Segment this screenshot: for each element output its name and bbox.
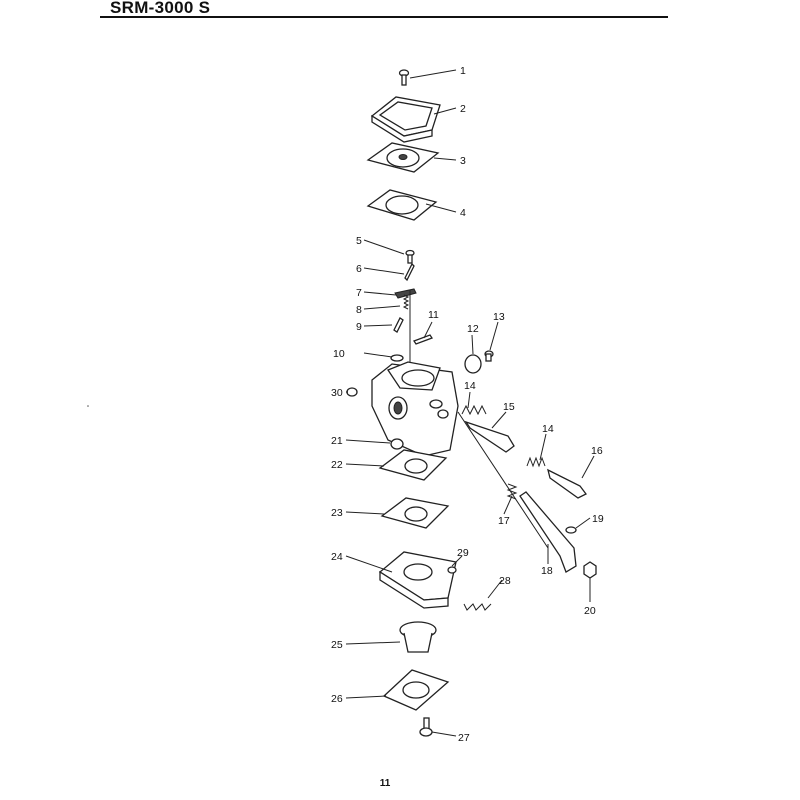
part-pump-cover — [370, 96, 441, 143]
callout-labels: 1 2 3 4 5 6 7 8 9 10 11 12 13 14 15 14 1… — [331, 65, 604, 744]
part-throttle-lever — [519, 491, 577, 573]
part-needle-spring-lower — [526, 456, 546, 468]
part-mixture-needle-low — [547, 468, 587, 499]
part-lever-screw — [405, 249, 415, 264]
callout-8: 8 — [356, 304, 362, 316]
part-lever-pin — [404, 262, 415, 282]
callout-7: 7 — [356, 287, 362, 299]
part-mixture-needle-high — [464, 420, 515, 453]
callout-14a: 14 — [464, 380, 476, 392]
callout-14b: 14 — [542, 423, 554, 435]
callout-9: 9 — [356, 321, 362, 333]
callout-18: 18 — [541, 565, 553, 577]
callout-1: 1 — [460, 65, 466, 77]
part-primer-bulb — [399, 621, 437, 653]
callout-10: 10 — [333, 348, 345, 360]
part-metering-gasket — [378, 449, 448, 481]
part-lever-nut — [583, 561, 597, 579]
leader-lines — [345, 69, 595, 737]
part-lever-clip — [565, 526, 577, 534]
part-fuel-fitting — [463, 603, 492, 611]
part-plug — [346, 387, 358, 397]
callout-4: 4 — [460, 207, 466, 219]
callout-19: 19 — [592, 513, 604, 525]
part-retainer-screw — [419, 717, 433, 737]
part-pump-body — [378, 551, 457, 609]
part-check-valve — [447, 566, 457, 574]
part-carburetor-body — [371, 290, 459, 457]
part-metering-diaphragm — [380, 497, 450, 529]
part-disc-screw — [484, 350, 494, 362]
callout-24: 24 — [331, 551, 343, 563]
callout-25: 25 — [331, 639, 343, 651]
header-rule — [100, 16, 668, 18]
callout-16: 16 — [591, 445, 603, 457]
callout-26: 26 — [331, 693, 343, 705]
part-pump-gasket — [366, 189, 438, 221]
part-rod — [413, 334, 433, 345]
callout-27: 27 — [458, 732, 470, 744]
callout-2: 2 — [460, 103, 466, 115]
part-screw-top — [398, 69, 410, 86]
callout-21: 21 — [331, 435, 343, 447]
callout-5: 5 — [356, 235, 362, 247]
part-throttle-disc — [464, 354, 482, 374]
model-title: SRM-3000 S — [110, 0, 211, 17]
callout-22: 22 — [331, 459, 343, 471]
part-bulb-retainer — [382, 669, 450, 711]
stray-dot — [87, 405, 89, 407]
part-metering-lever — [394, 288, 417, 299]
callout-3: 3 — [460, 155, 466, 167]
callout-29: 29 — [457, 547, 469, 559]
part-lever-spring — [402, 294, 410, 310]
callout-30: 30 — [331, 387, 343, 399]
part-return-spring — [506, 483, 518, 500]
callout-20: 20 — [584, 605, 596, 617]
callout-28: 28 — [499, 575, 511, 587]
callout-12: 12 — [467, 323, 479, 335]
part-needle-spring-upper — [461, 404, 487, 416]
callout-6: 6 — [356, 263, 362, 275]
part-inlet-needle — [393, 317, 404, 333]
part-retainer — [390, 354, 404, 362]
callout-17: 17 — [498, 515, 510, 527]
part-pump-diaphragm — [366, 142, 440, 173]
callout-13: 13 — [493, 311, 505, 323]
callout-15: 15 — [503, 401, 515, 413]
callout-11: 11 — [428, 309, 439, 321]
part-linkage — [457, 411, 549, 549]
page-number: 11 — [379, 778, 391, 789]
part-welch-plug — [390, 438, 404, 450]
callout-23: 23 — [331, 507, 343, 519]
